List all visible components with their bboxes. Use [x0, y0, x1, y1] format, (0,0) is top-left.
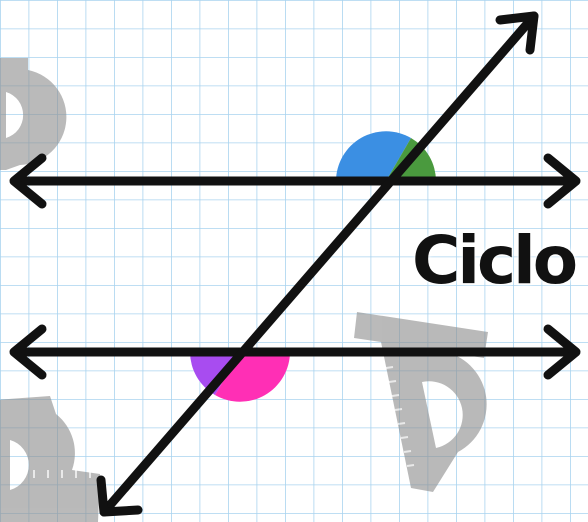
protractor-icon [0, 396, 100, 522]
protractor-icon [354, 312, 488, 492]
angle-marker-top-left [336, 131, 411, 181]
parallel-line-bottom [9, 324, 581, 380]
parallel-line-top [9, 153, 581, 209]
protractor-icon [0, 58, 67, 170]
transversal-line [96, 11, 539, 517]
ciclo-label: Ciclo [412, 222, 578, 299]
